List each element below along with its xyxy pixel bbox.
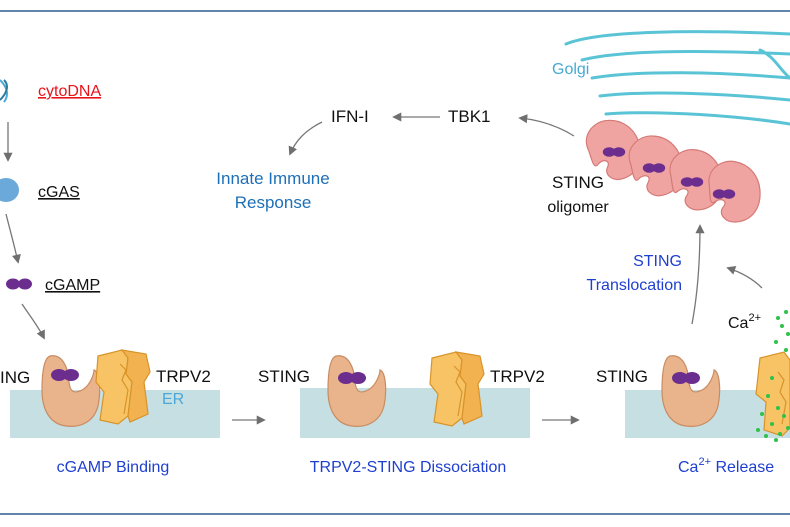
- sting-label-left: ING: [0, 368, 30, 387]
- cgas-enzyme-icon: [0, 178, 19, 202]
- arrow-translocation: [691, 224, 705, 325]
- trpv2-channel-middle: [429, 351, 485, 427]
- translocation-label-line1: STING: [633, 253, 682, 270]
- golgi-apparatus: [564, 30, 790, 126]
- dna-helix-icon: [0, 79, 8, 103]
- arrow-cgas-to-cgamp: [5, 213, 21, 264]
- sting-protein-left: [41, 355, 101, 427]
- golgi-label: Golgi: [552, 61, 589, 78]
- innate-response-line1: Innate Immune: [216, 169, 329, 188]
- caption-dissociation: TRPV2-STING Dissociation: [310, 459, 507, 476]
- cgas-label: cGAS: [38, 184, 80, 201]
- sting-protein-right: [661, 355, 721, 427]
- cytodna-label: cytoDNA: [38, 83, 101, 100]
- arrow-cgamp-to-binding: [21, 303, 45, 340]
- arrow-ifn-to-response: [288, 121, 323, 156]
- ifn-label: IFN-I: [331, 107, 369, 126]
- cgamp-label: cGAMP: [45, 277, 100, 294]
- sting-label-right: STING: [596, 367, 648, 386]
- caption-release: Ca2+ Release: [678, 456, 774, 476]
- tbk1-label: TBK1: [448, 107, 491, 126]
- ca-ion-label: Ca2+: [728, 312, 761, 332]
- calcium-ions: [756, 310, 790, 442]
- innate-response-line2: Response: [235, 193, 312, 212]
- arrow-oligomer-to-tbk1: [518, 114, 575, 137]
- trpv2-channel-left: [95, 349, 151, 425]
- caption-binding: cGAMP Binding: [57, 459, 170, 476]
- trpv2-channel-right: [755, 351, 790, 437]
- arrow-calcium-to-translocation: [726, 265, 763, 289]
- sting-protein-middle: [327, 355, 387, 427]
- trpv2-label-left: TRPV2: [156, 367, 211, 386]
- sting-oligomer-label-line2: oligomer: [547, 199, 609, 216]
- er-label: ER: [162, 391, 184, 408]
- sting-label-middle: STING: [258, 367, 310, 386]
- cgamp-molecule-icon: [6, 278, 32, 290]
- sting-oligomer-label-line1: STING: [552, 173, 604, 192]
- translocation-label-line2: Translocation: [587, 277, 682, 294]
- trpv2-label-middle: TRPV2: [490, 367, 545, 386]
